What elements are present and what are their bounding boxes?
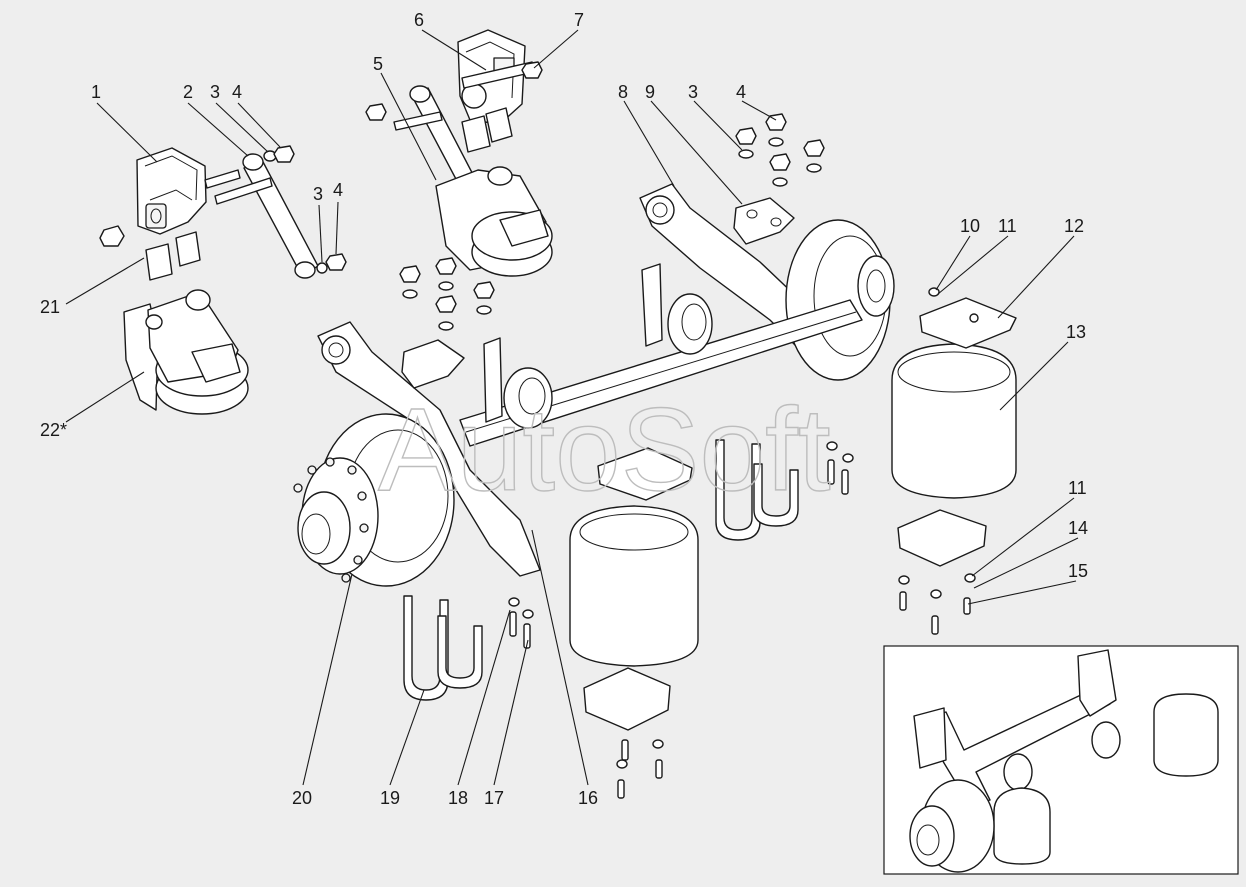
brake-chamber-left (483, 337, 553, 429)
callout-label: 2 (183, 82, 193, 102)
callout-label: 13 (1066, 322, 1086, 342)
left-spacer-plates (145, 231, 201, 281)
callout-label: 18 (448, 788, 468, 808)
brake-chamber-right (641, 263, 713, 355)
callout-label: 14 (1068, 518, 1088, 538)
left-air-bag-with-shield (123, 289, 249, 415)
lower-mount-plate (583, 667, 671, 731)
callout-label: 11 (998, 216, 1017, 236)
callout-label: 10 (960, 216, 980, 236)
callout-label: 3 (313, 184, 323, 204)
rear-air-spring (891, 297, 1017, 567)
small-fasteners (508, 287, 979, 799)
assembled-view-inset (883, 645, 1239, 875)
u-bolts (403, 439, 799, 701)
left-shock-absorber (214, 153, 319, 279)
left-brake-drum-hub (293, 413, 455, 587)
callout-label: 20 (292, 788, 312, 808)
right-nut-washer-stack (735, 113, 825, 187)
center-hanger-bracket (457, 29, 543, 125)
callout-label: 16 (578, 788, 598, 808)
left-trailing-arm (317, 321, 541, 577)
callout-label: 22* (40, 420, 67, 440)
callout-label: 17 (484, 788, 504, 808)
callout-label: 4 (736, 82, 746, 102)
center-nut-stack (399, 257, 495, 331)
callout-label: 15 (1068, 561, 1088, 581)
right-brake-drum (785, 219, 895, 381)
callout-label: 4 (333, 180, 343, 200)
callout-label: 5 (373, 54, 383, 74)
callout-label: 1 (91, 82, 101, 102)
callout-label: 4 (232, 82, 242, 102)
right-trailing-arm (639, 183, 813, 351)
callout-label: 8 (618, 82, 628, 102)
callout-label: 11 (1068, 478, 1087, 498)
callout-label: 6 (414, 10, 424, 30)
callout-label: 19 (380, 788, 400, 808)
callout-label: 12 (1064, 216, 1084, 236)
leader-lines (65, 29, 1079, 786)
callout-label: 21 (40, 297, 60, 317)
callout-label: 3 (210, 82, 220, 102)
callout-label: 7 (574, 10, 584, 30)
left-hanger-bracket (136, 147, 241, 235)
center-air-bag (435, 166, 553, 277)
watermark-text: AutoSoft (378, 384, 831, 516)
callout-label: 3 (688, 82, 698, 102)
front-air-spring (569, 447, 699, 667)
center-plates-bolts (365, 103, 513, 153)
callout-labels: 1 2 3 4 3 4 5 6 7 8 9 3 4 10 11 12 13 11… (40, 10, 1088, 808)
callout-label: 9 (645, 82, 655, 102)
left-washers-nuts (99, 145, 347, 274)
